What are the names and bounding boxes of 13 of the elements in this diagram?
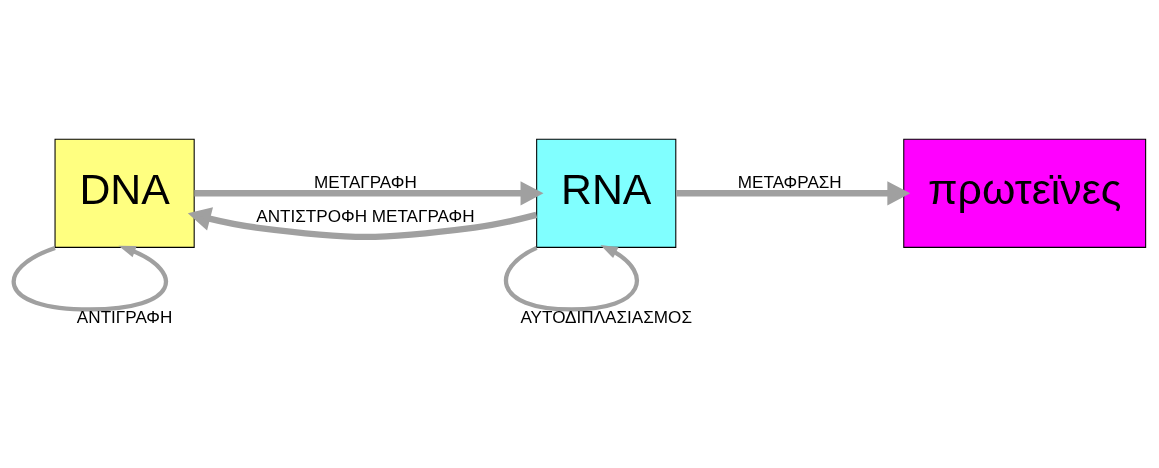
arrow bbox=[187, 207, 538, 241]
edge-label: ΑΥΤΟΔΙΠΛΑΣΙΑΣΜΟΣ bbox=[520, 308, 692, 328]
edge-label: ΑΝΤΙΣΤΡΟΦΗ ΜΕΤΑΓΡΑΦΗ bbox=[256, 207, 475, 227]
arrow bbox=[194, 181, 544, 206]
node-box: πρωτεϊνες bbox=[903, 138, 1147, 248]
node-box: DNA bbox=[54, 138, 195, 248]
edge-label: ΜΕΤΑΓΡΑΦΗ bbox=[314, 172, 417, 192]
edge-label: ΑΝΤΙΓΡΑΦΗ bbox=[76, 308, 173, 328]
arrow bbox=[11, 245, 168, 312]
arrow bbox=[504, 245, 639, 312]
arrow bbox=[676, 181, 911, 206]
node-box: RNA bbox=[536, 138, 677, 248]
edge-label: ΜΕΤΑΦΡΑΣΗ bbox=[737, 172, 842, 192]
